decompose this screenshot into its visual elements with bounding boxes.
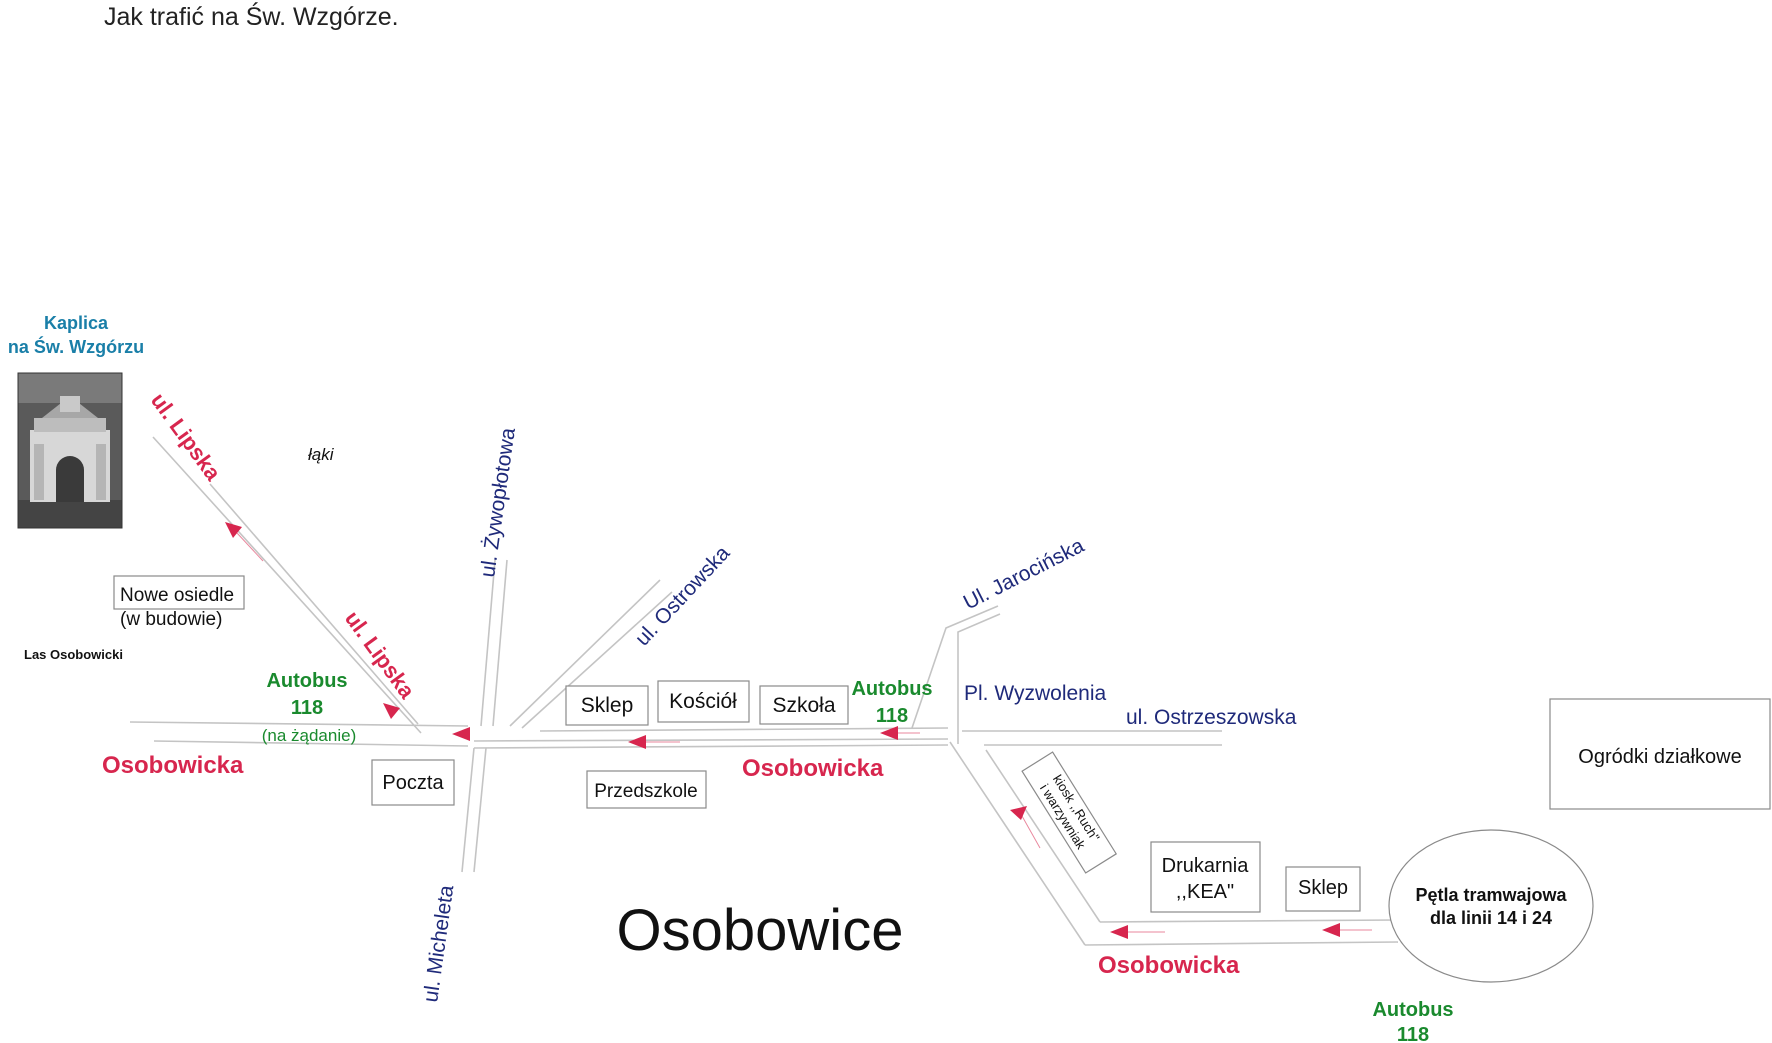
bus-stop-west-label: Autobus [266,670,347,692]
road-osobowicka-center-top-b [539,727,949,732]
arrow-marker [1110,925,1128,939]
bus-stop-loop: Autobus 118 [1372,999,1453,1043]
place-sklep-center: Sklep [565,685,649,726]
sklep-center-label: Sklep [581,694,634,717]
street-osobowicka-west: Osobowicka [102,752,244,779]
drukarnia-name: ,,KEA" [1176,881,1234,903]
place-ogrodki: Ogródki działkowe [1549,698,1771,810]
road-osobowicka-east-east-edge [985,749,1101,923]
arrow-marker [628,735,646,749]
page-title: Jak trafić na Św. Wzgórze. [104,1,399,31]
road-zywoplotowa-right [492,559,508,727]
place-drukarnia: Drukarnia ,,KEA" [1150,841,1261,913]
place-sklep-east: Sklep [1285,866,1361,912]
road-ostrowska-right [521,591,673,729]
sklep-east-label: Sklep [1298,877,1348,899]
street-lipska-upper: ul. Lipska [146,388,226,485]
street-lipska-lower: ul. Lipska [340,606,420,703]
road-network [129,436,1399,946]
przedszkole-label: Przedszkole [594,781,698,802]
arrow-marker [452,727,470,741]
bus-stop-center-label: Autobus [851,678,932,700]
road-jarocinska-east [957,613,1001,744]
bus-stop-west: Autobus 118 (na żądanie) [262,670,357,745]
street-wyzwolenia: Pl. Wyzwolenia [964,682,1107,705]
kosciol-label: Kościół [669,690,737,713]
street-micheleta: ul. Micheleta [419,883,458,1003]
place-tram-loop: Pętla tramwajowa dla linii 14 i 24 [1388,829,1594,983]
district-label: Osobowice [617,898,904,963]
arrow-marker [1322,923,1340,937]
ogrodki-label: Ogródki działkowe [1578,746,1741,768]
route-arrows [225,522,1372,939]
street-ostrowska: ul. Ostrowska [631,541,735,650]
place-kiosk: kiosk ,,Ruch" i warzywniak [1021,751,1118,874]
chapel-title-line1: Kaplica [44,313,109,333]
road-zywoplotowa-left [480,559,496,727]
arrow-marker [383,703,400,719]
street-ostrzeszowska: ul. Ostrzeszowska [1126,706,1297,729]
road-ostrowska-left [509,579,661,727]
bus-stop-west-note: (na żądanie) [262,726,357,745]
bus-stop-west-line: 118 [291,697,323,719]
chapel-photo [17,372,123,529]
place-szkola: Szkoła [759,685,849,725]
road-loop-top [1099,919,1399,923]
road-osobowicka-center-top-a [473,738,949,742]
road-jarocinska-west [911,605,999,729]
road-osobowicka-east-west-edge [949,741,1086,946]
drukarnia-label: Drukarnia [1162,855,1250,877]
road-lipska-east-edge [209,483,419,725]
arrow-marker [880,726,898,740]
road-osobowicka-center-bottom [473,744,949,749]
arrow-marker [1010,806,1027,820]
bus-stop-center: Autobus 118 [851,678,932,727]
road-loop-bottom [1084,941,1399,946]
street-osobowicka-center: Osobowicka [742,755,884,782]
street-osobowicka-east: Osobowicka [1098,952,1240,979]
road-lipska-west-edge [152,436,422,734]
forest-label: Las Osobowicki [24,647,123,662]
arrow-trail [1021,815,1041,849]
road-osobowicka-west-bottom [153,740,469,747]
szkola-label: Szkoła [772,694,835,717]
arrow-trail [236,532,264,562]
bus-stop-loop-line: 118 [1397,1024,1429,1043]
tram-loop-label: Pętla tramwajowa [1415,885,1567,905]
bus-stop-center-line: 118 [876,705,908,727]
place-kosciol: Kościół [657,680,750,723]
meadows-label: łąki [308,445,335,464]
street-zywoplotowa: ul. Żywopłotowa [476,426,520,579]
road-micheleta-right [473,747,487,873]
road-micheleta-left [461,747,475,873]
place-poczta: Poczta [371,759,455,806]
place-nowe-osiedle: Nowe osiedle (w budowie) [113,575,245,630]
poczta-label: Poczta [382,772,444,794]
nowe-osiedle-note: (w budowie) [120,609,222,630]
place-przedszkole: Przedszkole [586,770,707,809]
road-osobowicka-west-top [129,721,469,727]
bus-stop-loop-label: Autobus [1372,999,1453,1021]
arrow-marker [225,522,242,538]
tram-loop-lines: dla linii 14 i 24 [1430,908,1552,928]
street-jarocinska: Ul. Jarocińska [960,534,1088,615]
chapel-title-line2: na Św. Wzgórzu [8,336,144,357]
nowe-osiedle-label: Nowe osiedle [120,585,234,606]
